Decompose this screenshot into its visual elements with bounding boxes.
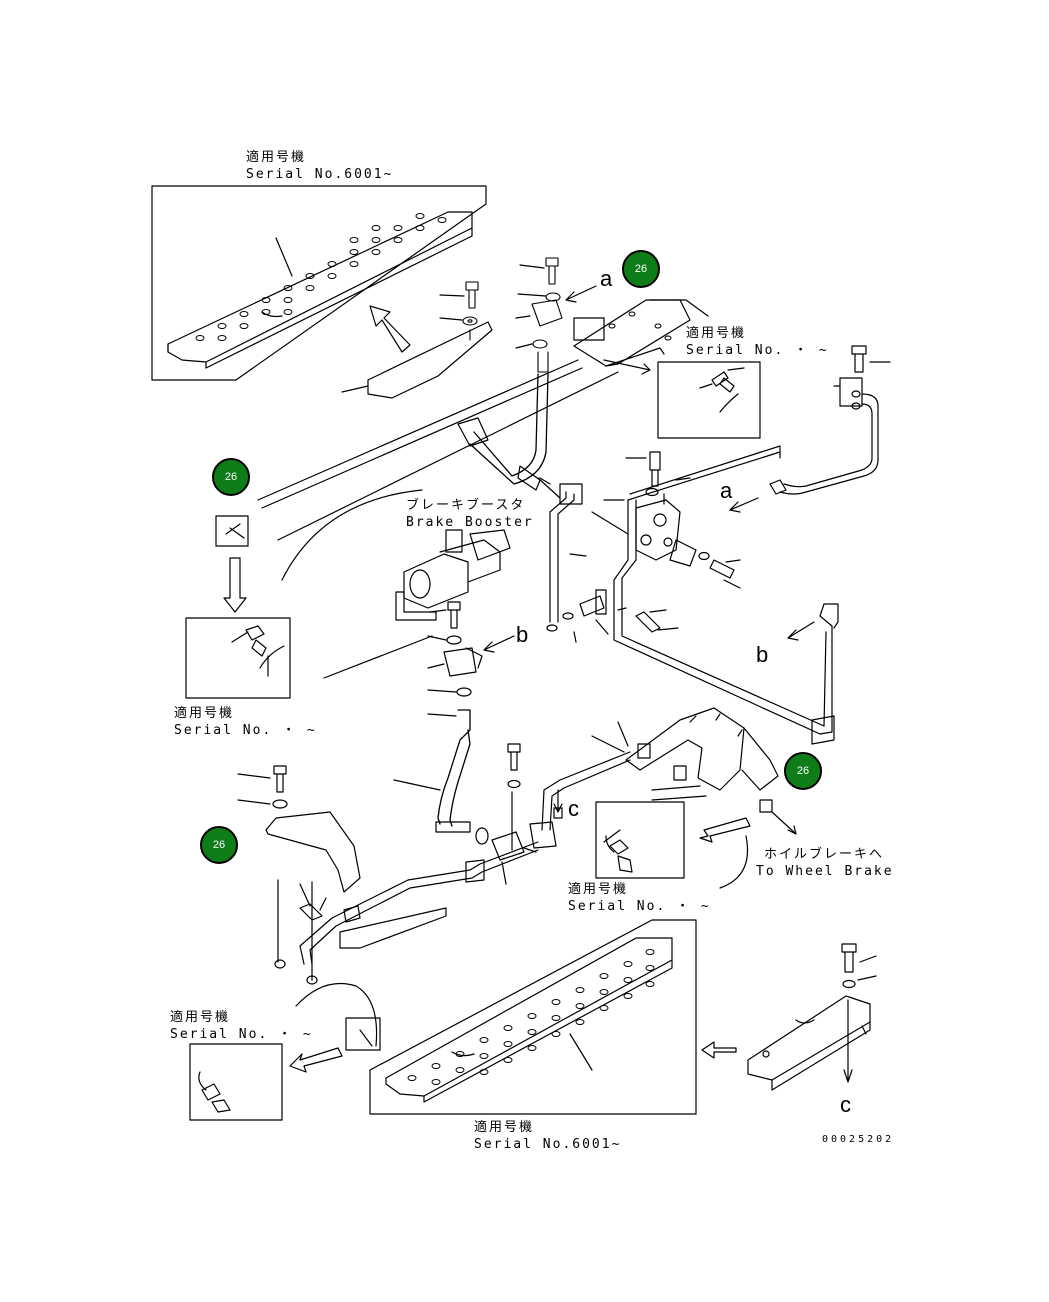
arrow-up-left <box>369 305 411 353</box>
inset-box-bottom <box>369 919 697 1115</box>
callout-c-bottom: c <box>840 1092 851 1117</box>
bracket-lower-left <box>265 811 361 893</box>
valve-body <box>635 499 681 561</box>
part-badge-26-lower-left[interactable]: 26 <box>200 826 238 864</box>
brake-hose-lower <box>437 709 471 827</box>
serial-lowleft-en: Serial No. ・ ~ <box>170 1027 313 1042</box>
inset-box-left <box>185 617 291 699</box>
booster-label-ja: ブレーキブースタ <box>406 498 526 513</box>
callout-c-mid: c <box>568 796 579 821</box>
inset-box-mid <box>595 801 685 879</box>
booster-label-en: Brake Booster <box>406 515 534 530</box>
brake-hose-upper <box>469 373 549 485</box>
fender-lower-right <box>625 707 745 791</box>
inset-box-upper-right <box>657 361 761 439</box>
serial-left-en: Serial No. ・ ~ <box>174 723 317 738</box>
plate-holes-bottom <box>407 949 655 1085</box>
serial-bottom-en: Serial No.6001~ <box>474 1137 622 1152</box>
inset-box-top-left <box>151 185 487 381</box>
tube-center <box>549 491 575 623</box>
serial-top-ja: 適用号機 <box>246 150 307 165</box>
callout-b-right: b <box>756 642 769 667</box>
bolt-set-top <box>462 257 563 373</box>
callout-b-center: b <box>516 622 529 647</box>
part-badge-26-right[interactable]: 26 <box>784 752 822 790</box>
callout-a-right: a <box>720 478 733 503</box>
serial-top-en: Serial No.6001~ <box>246 167 394 182</box>
inset-box-lower-left <box>189 1043 283 1121</box>
serial-bottom-ja: 適用号機 <box>474 1120 535 1135</box>
serial-right-en: Serial No. ・ ~ <box>686 343 829 358</box>
arrow-lower-left <box>289 1047 343 1073</box>
tube-lower-left <box>299 841 539 965</box>
wheel-brake-en: To Wheel Brake <box>756 864 894 879</box>
part-badge-26-left[interactable]: 26 <box>212 458 250 496</box>
serial-lowleft-ja: 適用号機 <box>170 1010 231 1025</box>
brake-booster <box>395 529 511 621</box>
plate-holes-top <box>195 213 447 341</box>
wheel-brake-ja: ホイルブレーキへ <box>764 847 885 862</box>
serial-right-ja: 適用号機 <box>686 326 747 341</box>
part-badge-26-top[interactable]: 26 <box>622 250 660 288</box>
serial-mid-en: Serial No. ・ ~ <box>568 899 711 914</box>
step-plate-upper-right <box>573 299 691 367</box>
step-plate-bottom <box>385 937 673 1097</box>
tube-right-main <box>627 445 781 501</box>
drawing-code: 00025202 <box>822 1134 895 1145</box>
arrow-down-left <box>223 557 247 613</box>
serial-left-ja: 適用号機 <box>174 706 235 721</box>
step-plate-top <box>167 211 473 363</box>
serial-mid-ja: 適用号機 <box>568 882 629 897</box>
callout-a-top: a <box>600 266 613 291</box>
